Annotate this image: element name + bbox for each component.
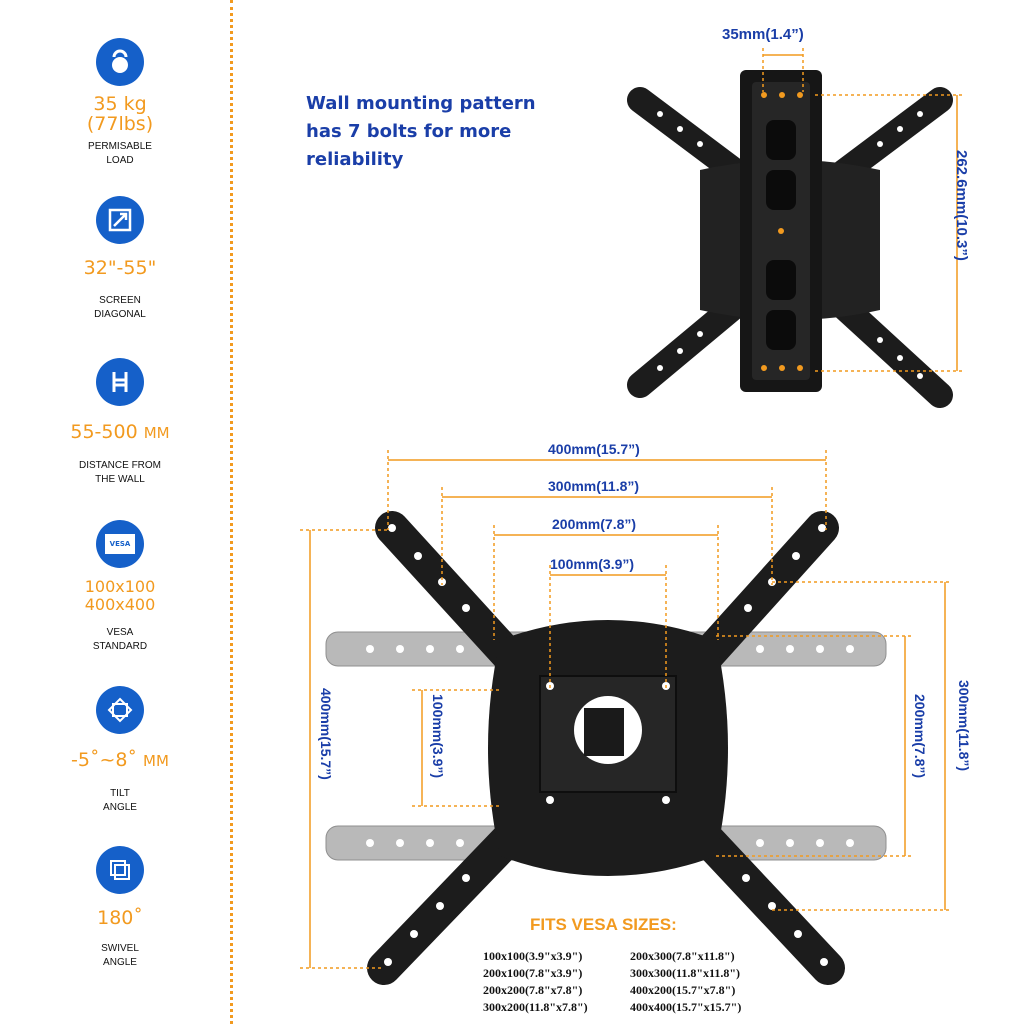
headline-line1: Wall mounting pattern (306, 93, 536, 114)
spec-distance-unit: MM (143, 424, 170, 442)
wall-plate-height-label: 262.6mm(10.3”) (953, 150, 970, 261)
headline-line2: has 7 bolts for more (306, 121, 512, 142)
vesa-size-item: 200x200(7.8"x7.8") (483, 983, 583, 997)
vesa-size-item: 200x100(7.8"x3.9") (483, 966, 583, 980)
spec-tilt-label: TILT (110, 788, 130, 799)
diagonal-arrow-icon (96, 196, 144, 244)
spec-load-label2: LOAD (106, 155, 134, 166)
vesa-size-item: 400x200(15.7"x7.8") (630, 983, 736, 997)
spec-swivel-label2: ANGLE (103, 957, 137, 968)
dim-width-400: 400mm(15.7”) (548, 441, 640, 457)
spec-vesa-label2: STANDARD (92, 641, 148, 652)
dim-width-300: 300mm(11.8”) (548, 478, 640, 494)
headline: Wall mounting pattern has 7 bolts for mo… (306, 90, 536, 174)
swivel-icon (96, 846, 144, 894)
spec-distance-label2: THE WALL (95, 474, 145, 485)
wall-plate-assembly (627, 48, 962, 408)
spec-load-value: 35 kg (93, 93, 147, 115)
sidebar-divider (230, 0, 233, 1024)
tilt-icon (96, 686, 144, 734)
vesa-size-item: 200x300(7.8"x11.8") (630, 949, 735, 963)
spec-distance: 55-500 MM DISTANCE FROM THE WALL (20, 358, 220, 487)
spec-distance-label: DISTANCE FROM (78, 460, 162, 471)
dim-height-300: 300mm(11.8”) (956, 680, 972, 772)
spec-load: 35 kg(77lbs) PERMISABLE LOAD (20, 38, 220, 168)
spec-tilt: -5˚~8˚ MM TILT ANGLE (20, 686, 220, 815)
vesa-sizes-col1: 100x100(3.9"x3.9") 200x100(7.8"x3.9") 20… (483, 948, 588, 1016)
spec-tilt-value: -5˚~8˚ (71, 749, 144, 771)
spec-swivel-label: SWIVEL (101, 943, 139, 954)
dim-height-100: 100mm(3.9”) (430, 694, 446, 779)
spec-vesa-label: VESA (106, 627, 134, 638)
spec-vesa-value2: 400x400 (84, 595, 156, 614)
headline-line3: reliability (306, 149, 404, 170)
spec-load-value-lbs: (77lbs) (86, 113, 154, 135)
tv-bracket-assembly (300, 450, 952, 985)
vesa-size-item: 400x400(15.7"x15.7") (630, 1000, 742, 1014)
spec-diagonal-label: SCREEN (99, 295, 141, 306)
vesa-sizes-title: FITS VESA SIZES: (530, 915, 677, 934)
dim-width-100: 100mm(3.9”) (550, 556, 635, 572)
wall-plate-width-label: 35mm(1.4”) (722, 26, 804, 43)
vesa-size-item: 100x100(3.9"x3.9") (483, 949, 583, 963)
dim-height-400: 400mm(15.7”) (318, 688, 334, 780)
spec-diagonal: 32"-55" SCREEN DIAGONAL (20, 196, 220, 322)
spec-vesa-value: 100x100 (84, 577, 156, 596)
spec-load-label: PERMISABLE (88, 141, 152, 152)
vesa-icon: VESA (96, 520, 144, 568)
dim-height-200: 200mm(7.8”) (912, 694, 928, 779)
kettlebell-icon (96, 38, 144, 86)
wall-distance-icon (96, 358, 144, 406)
dim-width-200: 200mm(7.8”) (552, 516, 637, 532)
vesa-icon-text: VESA (105, 534, 135, 554)
vesa-size-item: 300x200(11.8"x7.8") (483, 1000, 588, 1014)
vesa-size-item: 300x300(11.8"x11.8") (630, 966, 740, 980)
spec-distance-value: 55-500 (70, 421, 144, 443)
vesa-sizes-col2: 200x300(7.8"x11.8") 300x300(11.8"x11.8")… (630, 948, 741, 1016)
spec-swivel: 180˚ SWIVEL ANGLE (20, 846, 220, 970)
spec-swivel-value: 180˚ (97, 907, 143, 929)
spec-tilt-unit: MM (143, 752, 169, 770)
spec-diagonal-value: 32"-55" (83, 257, 157, 279)
spec-sidebar: 35 kg(77lbs) PERMISABLE LOAD 32"-55" SCRE… (0, 0, 232, 1024)
spec-diagonal-label2: DIAGONAL (94, 309, 146, 320)
spec-tilt-label2: ANGLE (103, 802, 137, 813)
